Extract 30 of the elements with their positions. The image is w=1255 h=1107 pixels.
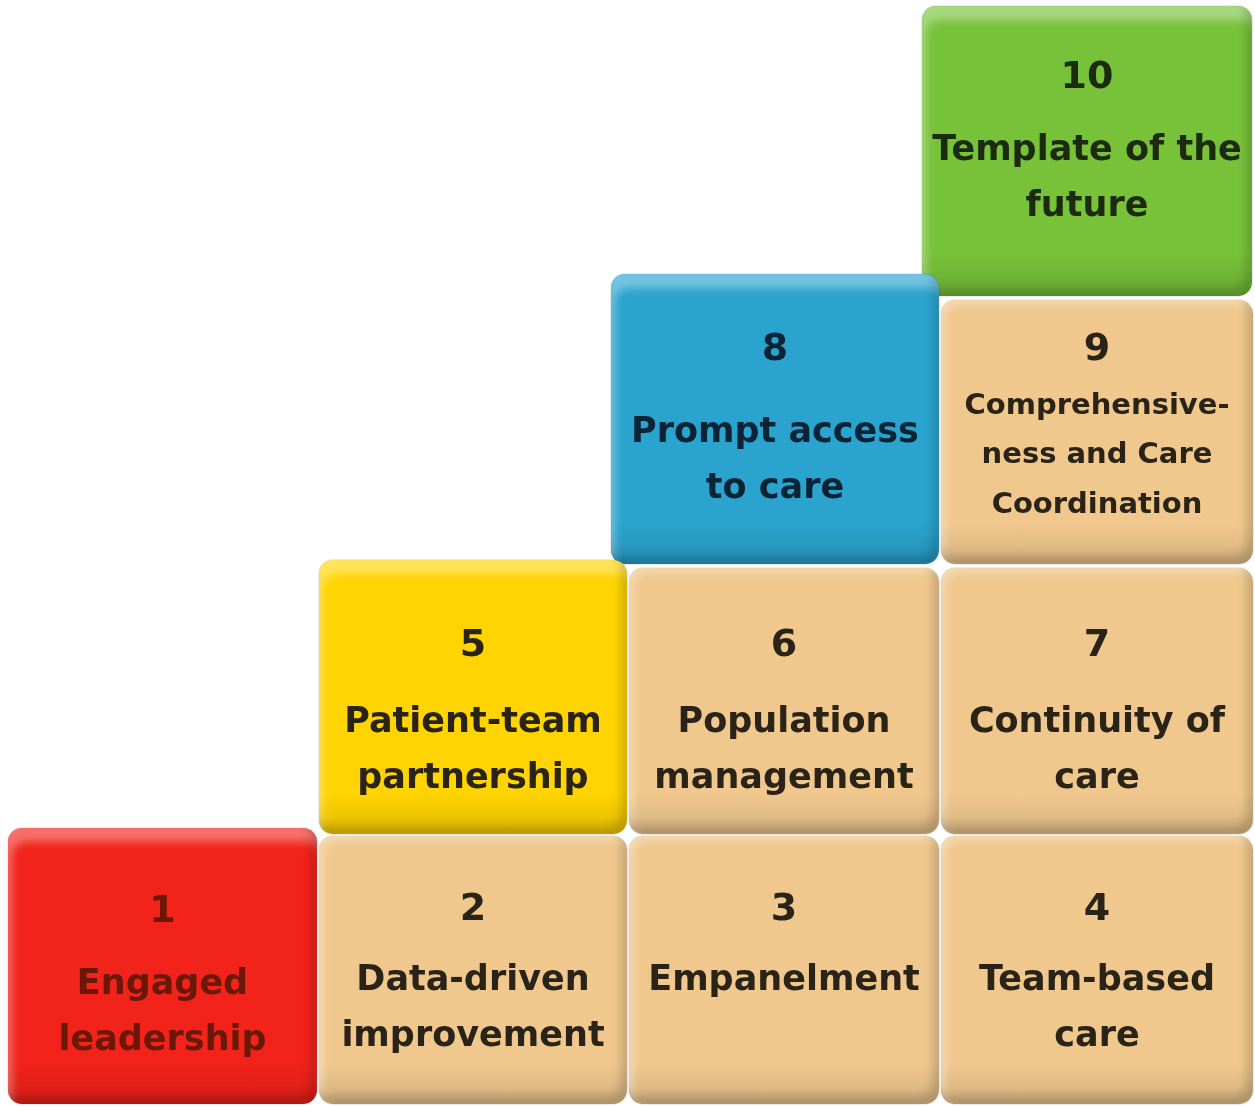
block-label: Team-based care <box>978 957 1216 1056</box>
block-number: 5 <box>459 624 487 662</box>
building-block <box>941 836 1253 1104</box>
building-block <box>941 300 1253 564</box>
block-label: Continuity of care <box>967 699 1227 798</box>
block-label: Empanelment <box>647 957 921 1000</box>
block-number: 9 <box>1083 328 1111 366</box>
block-label: Template of the future <box>931 127 1243 226</box>
block-number: 6 <box>770 624 798 662</box>
block-label: Population management <box>653 699 915 798</box>
building-block <box>319 836 627 1104</box>
block-number: 10 <box>1060 56 1114 94</box>
building-block <box>629 836 939 1104</box>
block-number: 4 <box>1083 888 1111 926</box>
block-label: Comprehensive-ness and Care Coordination <box>963 386 1231 522</box>
block-label: Data-driven improvement <box>340 957 606 1056</box>
building-block <box>922 6 1252 296</box>
block-number: 2 <box>459 888 487 926</box>
block-number: 7 <box>1083 624 1111 662</box>
block-label: Prompt access to care <box>630 409 920 508</box>
block-label: Engaged leadership <box>57 961 268 1060</box>
building-block <box>8 828 317 1104</box>
block-number: 8 <box>761 328 789 366</box>
building-block <box>629 568 939 834</box>
building-block <box>319 560 627 834</box>
block-number: 1 <box>149 890 176 928</box>
block-label: Patient-team partnership <box>343 699 603 798</box>
building-block <box>611 274 939 564</box>
block-number: 3 <box>770 888 798 926</box>
building-block <box>941 568 1253 834</box>
